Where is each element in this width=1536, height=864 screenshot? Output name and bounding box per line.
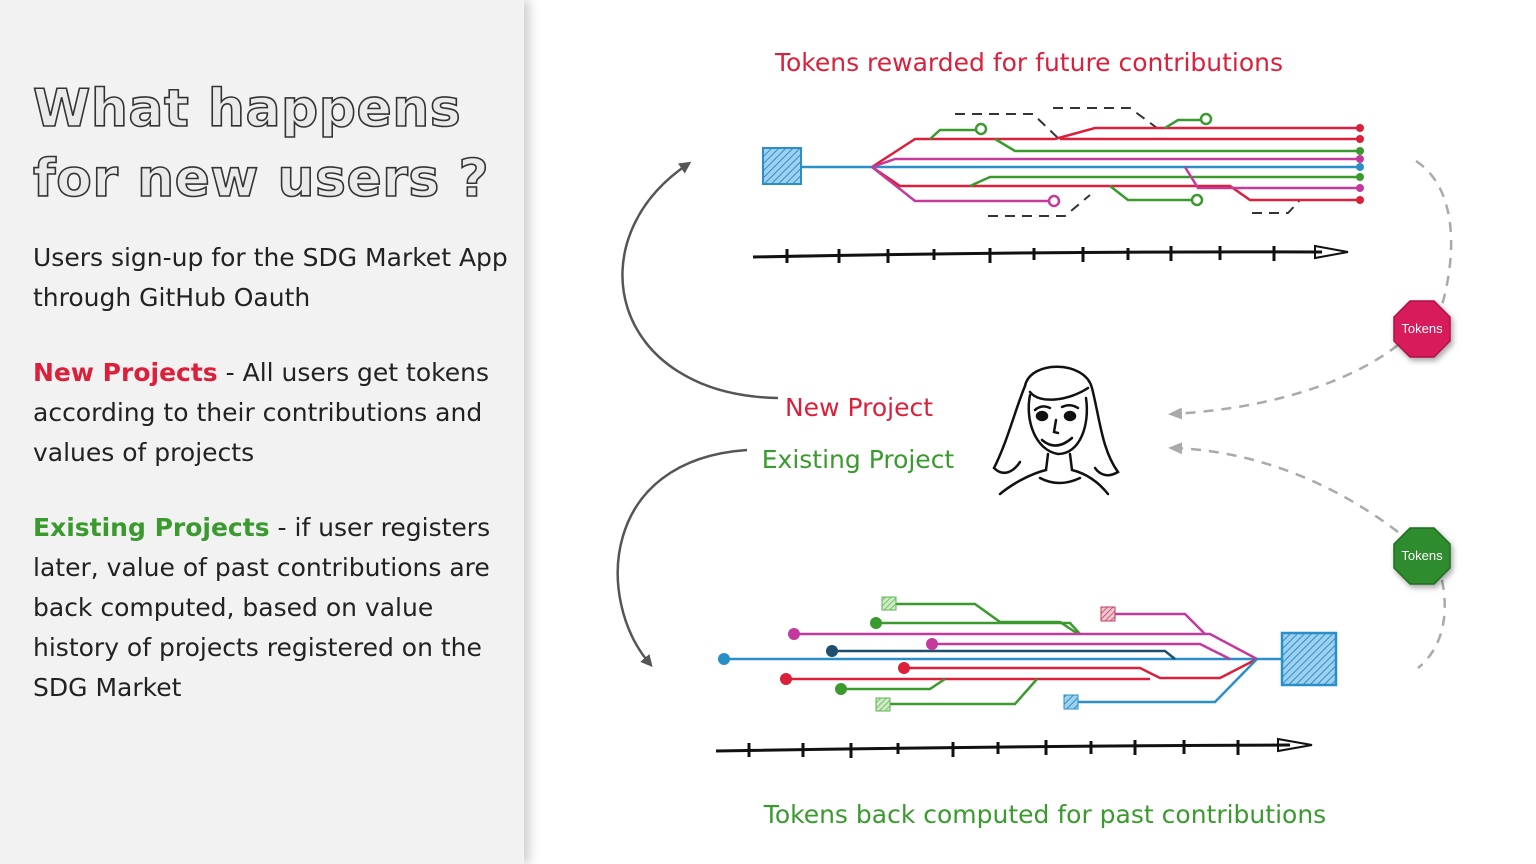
curved-arrow-icon xyxy=(621,161,779,400)
repo-square-icon xyxy=(1280,631,1338,687)
existing-projects-label: Existing Projects xyxy=(33,513,270,542)
slide-title: What happens for new users ? xyxy=(32,78,490,210)
existing-projects-text: - if user registers later, value of past… xyxy=(33,513,491,702)
past-contributions-graph xyxy=(718,596,1338,712)
token-badge-bottom: Tokens xyxy=(1393,527,1451,585)
top-caption: Tokens rewarded for future contributions xyxy=(774,48,1283,77)
token-badge-top: Tokens xyxy=(1393,300,1451,358)
timeline-arrow-icon xyxy=(715,737,1313,758)
woman-avatar-icon xyxy=(992,365,1120,496)
curved-arrow-icon xyxy=(616,448,748,668)
left-panel: What happens for new users ? Users sign-… xyxy=(0,0,524,864)
timeline-arrow-icon xyxy=(752,244,1349,263)
new-project-label: New Project xyxy=(785,393,933,422)
bottom-caption: Tokens back computed for past contributi… xyxy=(763,800,1326,829)
new-projects-label: New Projects xyxy=(33,358,218,387)
intro-text: Users sign-up for the SDG Market App thr… xyxy=(33,243,508,312)
token-badge-top-label: Tokens xyxy=(1401,321,1443,336)
existing-projects-paragraph: Existing Projects - if user registers la… xyxy=(33,508,513,708)
token-badge-bottom-label: Tokens xyxy=(1401,548,1443,563)
new-projects-text: - All users get tokens according to thei… xyxy=(33,358,489,467)
future-contributions-graph xyxy=(762,107,1364,217)
existing-project-label: Existing Project xyxy=(762,445,955,474)
repo-square-icon xyxy=(762,147,802,185)
new-projects-paragraph: New Projects - All users get tokens acco… xyxy=(33,353,513,473)
